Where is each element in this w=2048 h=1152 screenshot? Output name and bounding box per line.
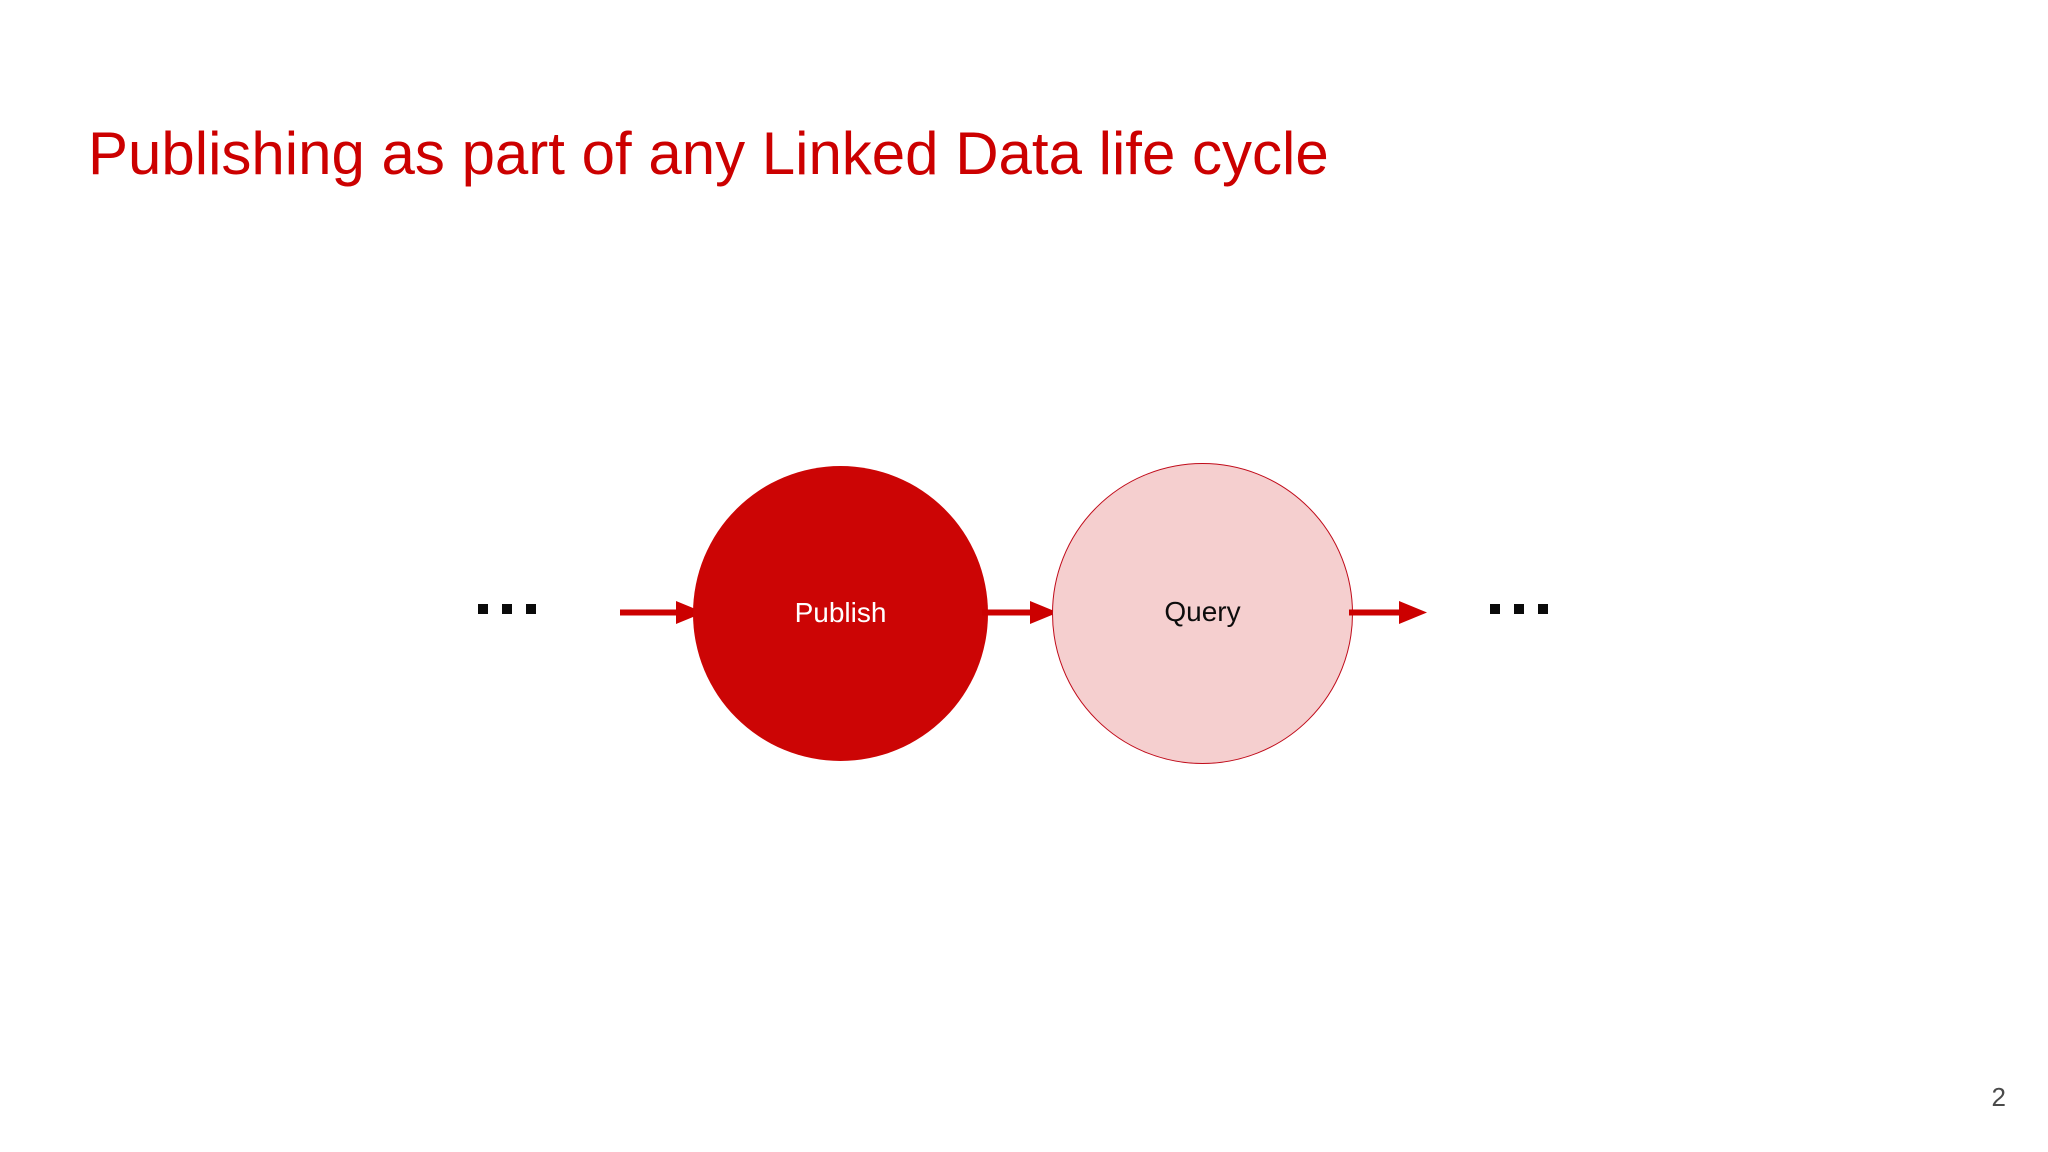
page-title: Publishing as part of any Linked Data li… [88,120,1329,187]
node-publish[interactable]: Publish [693,466,988,761]
ellipsis-dot-icon [1514,604,1524,614]
node-publish-label: Publish [794,596,887,628]
arrow-publish-to-query-icon [982,595,1058,631]
arrow-out-of-query-icon [1349,595,1427,631]
page-number: 2 [1991,1082,2006,1112]
ellipsis-dot-icon [1538,604,1548,614]
ellipsis-dot-icon [526,604,536,614]
ellipsis-dot-icon [478,604,488,614]
ellipsis-left [478,604,536,614]
arrow-into-publish-icon [620,595,704,631]
ellipsis-dot-icon [1490,604,1500,614]
ellipsis-right [1490,604,1548,614]
node-query[interactable]: Query [1052,463,1353,764]
node-query-label: Query [1164,595,1241,627]
ellipsis-dot-icon [502,604,512,614]
